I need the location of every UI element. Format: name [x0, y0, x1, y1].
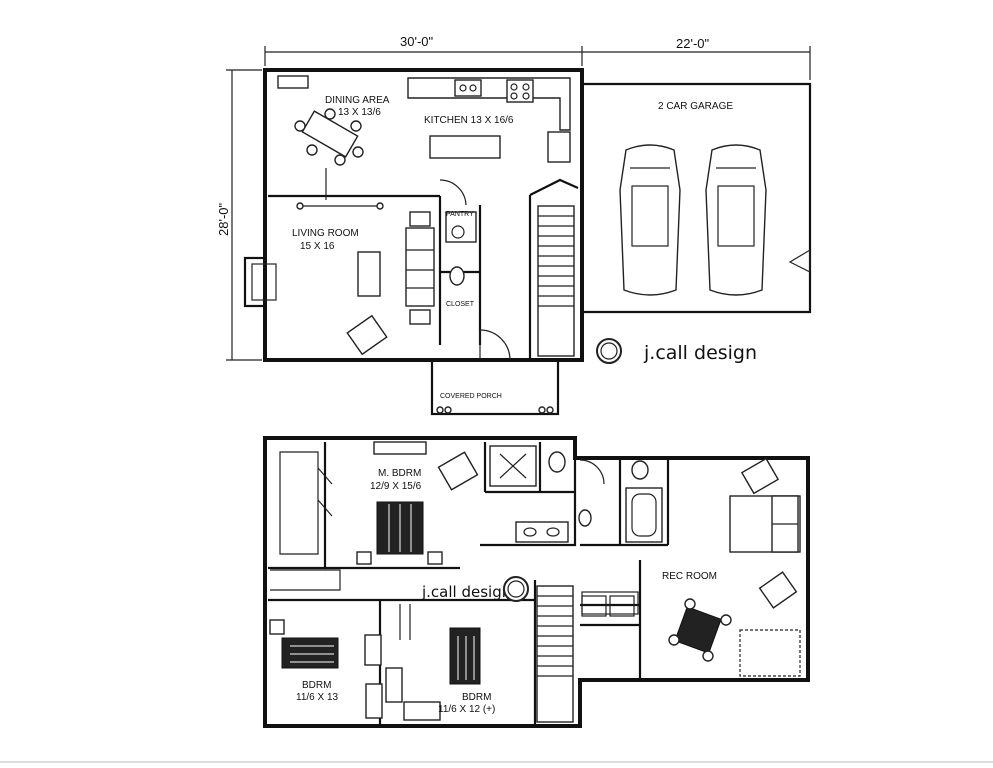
master-bedroom-size: 12/9 X 15/6 — [370, 481, 422, 492]
dimension-width-main: 30'-0" — [400, 34, 434, 49]
bed-icon — [449, 627, 481, 685]
bed-icon — [269, 619, 339, 669]
dimension-lines — [226, 46, 811, 361]
bedroom-1-size: 11/6 X 13 — [296, 692, 339, 703]
dining-area-label: DINING AREA — [325, 95, 390, 106]
dining-table-icon — [294, 108, 364, 166]
living-room-size: 15 X 16 — [300, 241, 335, 252]
stairs-icon — [536, 585, 574, 723]
dimension-depth: 28'-0" — [216, 202, 231, 236]
desk-icon — [403, 701, 441, 721]
pantry-label: PANTRY — [446, 211, 474, 218]
kitchen-counter-icon — [407, 77, 571, 163]
living-room-furniture-icon — [346, 211, 435, 356]
bedroom-1-label: BDRM — [302, 680, 331, 691]
bed-icon — [356, 501, 443, 565]
dresser-icon — [373, 441, 427, 455]
toilet-icon — [449, 266, 465, 286]
stairs-icon — [537, 205, 575, 357]
covered-porch-outline — [430, 358, 560, 416]
first-floor-walls — [243, 68, 812, 362]
card-table-icon — [668, 598, 732, 662]
sideboard-icon — [277, 75, 309, 89]
covered-porch-label: COVERED PORCH — [440, 393, 502, 400]
desk-icon — [365, 683, 383, 719]
car-icon — [705, 144, 767, 296]
armchair-icon — [740, 457, 780, 495]
bedroom-2-size: 11/6 X 12 (+) — [438, 704, 495, 715]
brand-name: j.call design — [643, 342, 757, 364]
bedroom-2-label: BDRM — [462, 692, 491, 703]
closet-label: CLOSET — [446, 301, 475, 308]
rec-room-label: REC ROOM — [662, 571, 717, 582]
living-room-label: LIVING ROOM — [292, 228, 359, 239]
brand-name-upper-floor: j.call design — [421, 583, 511, 601]
garage-label: 2 CAR GARAGE — [658, 101, 733, 112]
vanity-icon — [515, 521, 569, 543]
dining-area-size: 13 X 13/6 — [338, 107, 381, 118]
armchair-icon — [758, 571, 798, 609]
car-icon — [619, 144, 681, 296]
kitchen-label: KITCHEN 13 X 16/6 — [424, 115, 514, 126]
copyright-logo-icon — [503, 576, 529, 602]
dimension-width-garage: 22'-0" — [676, 36, 710, 51]
master-bedroom-label: M. BDRM — [378, 468, 421, 479]
armchair-icon — [437, 451, 479, 491]
copyright-logo-icon — [596, 338, 622, 364]
